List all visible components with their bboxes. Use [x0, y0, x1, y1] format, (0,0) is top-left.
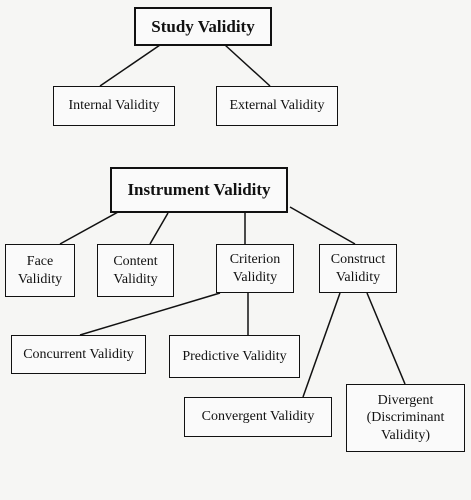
internal-validity-box: Internal Validity — [53, 86, 175, 126]
edge-instrument-content — [149, 212, 169, 245]
edge-construct-convergent — [302, 292, 341, 398]
instrument-validity-box: Instrument Validity — [110, 167, 288, 213]
criterion-validity-box: Criterion Validity — [216, 244, 294, 293]
edge-instrument-construct — [289, 206, 356, 245]
predictive-validity-box: Predictive Validity — [169, 335, 300, 378]
divergent-validity-box: Divergent (Discriminant Validity) — [346, 384, 465, 452]
external-validity-box: External Validity — [216, 86, 338, 126]
edge-construct-divergent — [366, 292, 406, 385]
convergent-validity-box: Convergent Validity — [184, 397, 332, 437]
study-validity-box: Study Validity — [134, 7, 272, 46]
content-validity-box: Content Validity — [97, 244, 174, 297]
edge-criterion-concurrent — [79, 292, 221, 336]
edge-study-internal — [99, 44, 161, 87]
face-validity-box: Face Validity — [5, 244, 75, 297]
concurrent-validity-box: Concurrent Validity — [11, 335, 146, 374]
edge-study-external — [224, 44, 271, 87]
construct-validity-box: Construct Validity — [319, 244, 397, 293]
